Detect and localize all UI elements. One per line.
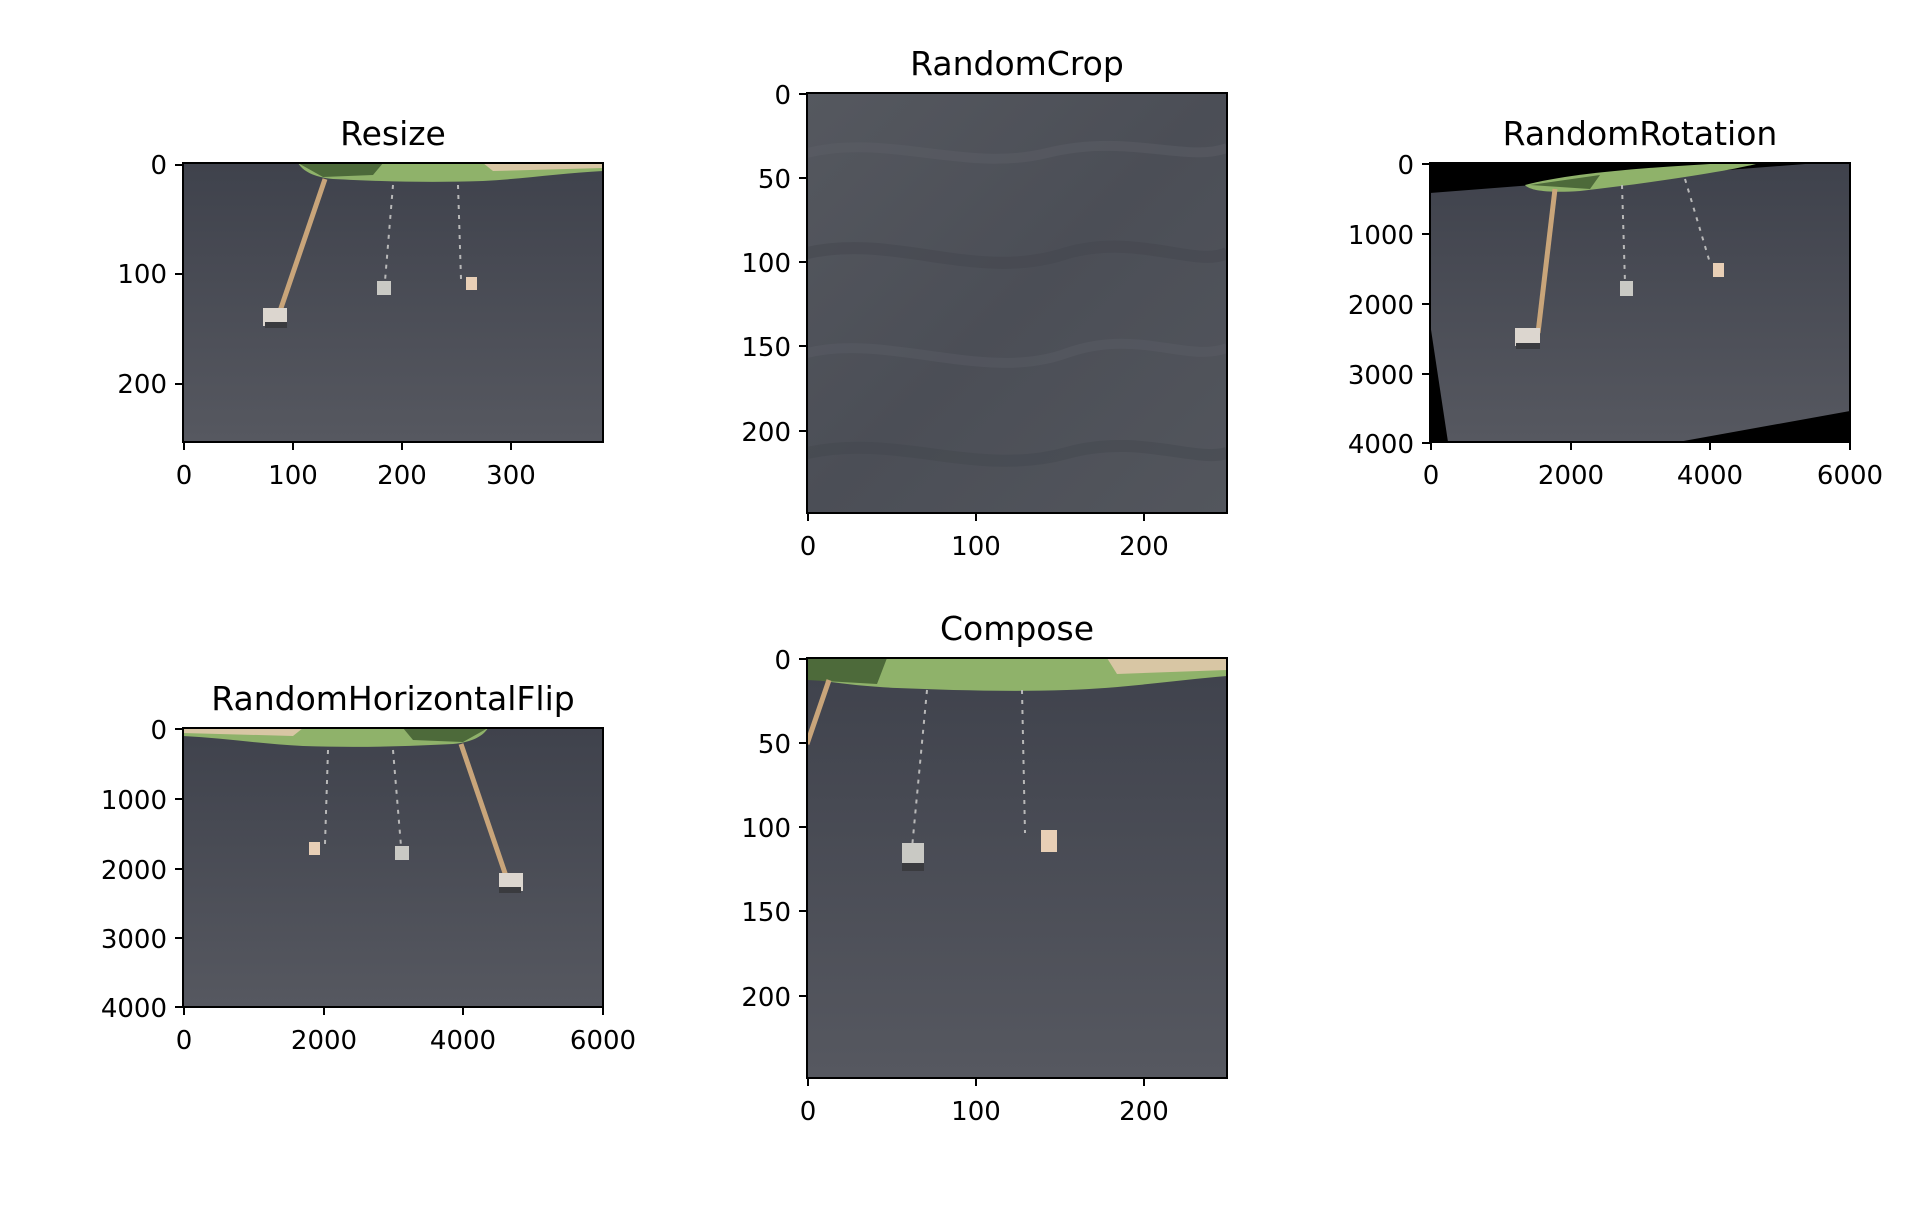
x-tick-label: 2000 bbox=[291, 1026, 357, 1056]
y-tick-label: 3000 bbox=[1348, 361, 1414, 391]
x-tick-label: 0 bbox=[176, 461, 193, 491]
y-tick-label: 200 bbox=[741, 418, 791, 448]
x-tick-label: 100 bbox=[951, 532, 1001, 562]
y-tick-label: 2000 bbox=[1348, 291, 1414, 321]
y-tick-label: 3000 bbox=[101, 925, 167, 955]
y-tick-label: 2000 bbox=[101, 856, 167, 886]
randomcrop-image bbox=[807, 93, 1227, 513]
axes-frame bbox=[1429, 162, 1851, 443]
panel-randomhorizontalflip: RandomHorizontalFlip 0 1000 2000 3000 bbox=[101, 679, 636, 1056]
y-axis: 0 100 200 bbox=[117, 151, 183, 400]
randomhorizontalflip-image bbox=[183, 728, 603, 1007]
panel-resize: Resize 0 100 200 0 100 bbox=[117, 114, 604, 491]
y-axis: 0 50 100 150 200 bbox=[741, 646, 807, 1013]
x-tick-label: 300 bbox=[486, 461, 536, 491]
x-axis: 0 100 200 bbox=[800, 1078, 1169, 1127]
x-tick-label: 200 bbox=[1119, 1097, 1169, 1127]
x-tick-label: 4000 bbox=[1677, 461, 1743, 491]
x-axis: 0 100 200 300 bbox=[176, 442, 536, 491]
panel-title: Resize bbox=[340, 114, 446, 153]
panel-compose: Compose 0 50 100 150 200 bbox=[741, 609, 1228, 1127]
y-tick-label: 1000 bbox=[1348, 221, 1414, 251]
y-tick-label: 0 bbox=[150, 716, 167, 746]
y-tick-label: 100 bbox=[741, 814, 791, 844]
panel-title: Compose bbox=[940, 609, 1094, 648]
x-tick-label: 200 bbox=[1119, 532, 1169, 562]
x-tick-label: 0 bbox=[176, 1026, 193, 1056]
y-tick-label: 200 bbox=[117, 370, 167, 400]
y-tick-label: 50 bbox=[758, 730, 791, 760]
panel-title: RandomCrop bbox=[910, 44, 1124, 83]
y-tick-label: 50 bbox=[758, 165, 791, 195]
y-tick-label: 4000 bbox=[1348, 430, 1414, 460]
x-tick-label: 0 bbox=[1423, 461, 1440, 491]
x-axis: 0 2000 4000 6000 bbox=[176, 1007, 636, 1056]
y-tick-label: 0 bbox=[150, 151, 167, 181]
x-tick-label: 6000 bbox=[1817, 461, 1883, 491]
x-tick-label: 0 bbox=[800, 1097, 817, 1127]
y-tick-label: 100 bbox=[117, 260, 167, 290]
randomrotation-image bbox=[1430, 163, 1850, 442]
y-tick-label: 0 bbox=[1397, 151, 1414, 181]
x-tick-label: 4000 bbox=[430, 1026, 496, 1056]
axes-frame bbox=[806, 92, 1228, 514]
axes-frame bbox=[806, 657, 1228, 1079]
panel-title: RandomHorizontalFlip bbox=[211, 679, 574, 718]
axes-frame bbox=[182, 162, 604, 443]
y-tick-label: 150 bbox=[741, 333, 791, 363]
y-tick-label: 1000 bbox=[101, 786, 167, 816]
x-tick-label: 2000 bbox=[1538, 461, 1604, 491]
panel-randomrotation: RandomRotation 0 1000 2000 3000 4000 bbox=[1348, 114, 1883, 491]
x-tick-label: 200 bbox=[377, 461, 427, 491]
y-tick-label: 0 bbox=[774, 646, 791, 676]
x-tick-label: 100 bbox=[951, 1097, 1001, 1127]
axes-frame bbox=[182, 727, 604, 1008]
y-axis: 0 1000 2000 3000 4000 bbox=[101, 716, 183, 1024]
compose-image bbox=[807, 658, 1227, 1078]
y-tick-label: 200 bbox=[741, 983, 791, 1013]
panel-title: RandomRotation bbox=[1503, 114, 1778, 153]
x-axis: 0 100 200 bbox=[800, 513, 1169, 562]
y-tick-label: 100 bbox=[741, 249, 791, 279]
y-axis: 0 50 100 150 200 bbox=[741, 81, 807, 448]
y-tick-label: 0 bbox=[774, 81, 791, 111]
x-tick-label: 100 bbox=[268, 461, 318, 491]
x-tick-label: 6000 bbox=[570, 1026, 636, 1056]
y-tick-label: 150 bbox=[741, 898, 791, 928]
x-tick-label: 0 bbox=[800, 532, 817, 562]
x-axis: 0 2000 4000 6000 bbox=[1423, 442, 1883, 491]
y-axis: 0 1000 2000 3000 4000 bbox=[1348, 151, 1430, 460]
panel-randomcrop: RandomCrop 0 50 100 150 200 0 100 bbox=[741, 44, 1228, 562]
y-tick-label: 4000 bbox=[101, 994, 167, 1024]
resize-image bbox=[183, 163, 603, 442]
